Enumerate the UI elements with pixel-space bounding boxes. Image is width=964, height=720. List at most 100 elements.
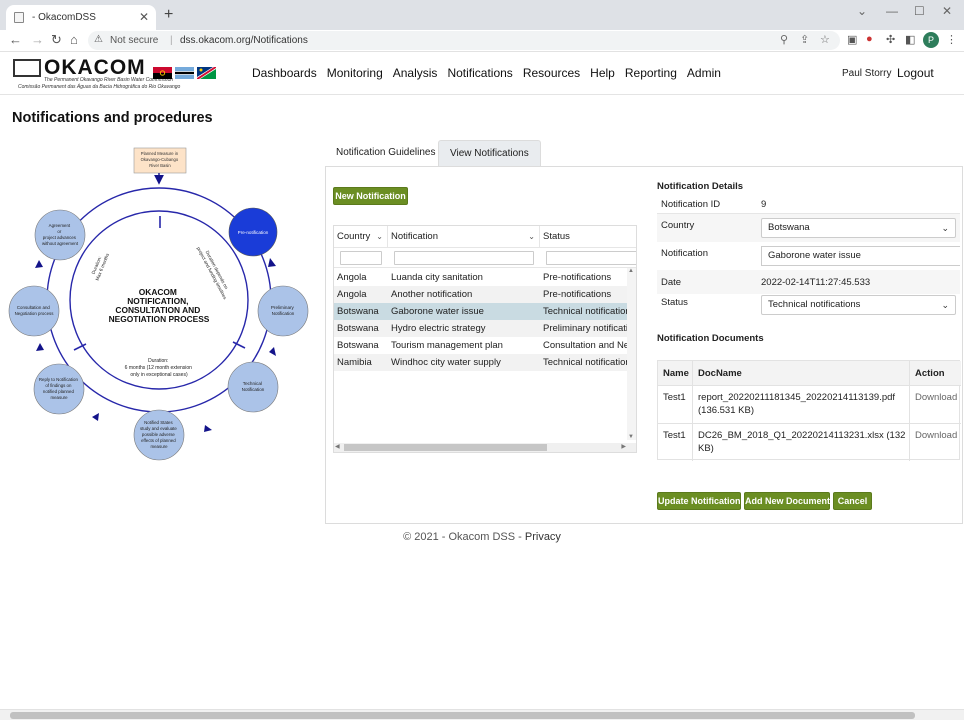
forward-icon[interactable]: → bbox=[31, 32, 44, 47]
duration-center-line: 6 months (12 month extension bbox=[125, 365, 192, 371]
nav-monitoring[interactable]: Monitoring bbox=[326, 66, 383, 80]
back-icon[interactable]: ← bbox=[9, 32, 22, 47]
grid-vertical-scrollbar[interactable]: ▲ ▼ bbox=[627, 268, 636, 440]
browser-toolbar: ← → ↻ ⌂ ⚠ Not secure | dss.okacom.org/No… bbox=[0, 30, 964, 52]
cell-notification: Tourism management plan bbox=[391, 340, 503, 351]
doc-name: Test1 bbox=[663, 392, 686, 403]
browser-menu-icon[interactable]: ⋮ bbox=[946, 34, 957, 46]
doc-name: Test1 bbox=[663, 430, 686, 441]
extension-red-icon[interactable]: ● bbox=[866, 33, 873, 45]
cancel-button[interactable]: Cancel bbox=[833, 492, 872, 510]
maximize-icon[interactable]: ☐ bbox=[914, 4, 925, 18]
nav-admin[interactable]: Admin bbox=[686, 66, 721, 80]
close-tab-icon[interactable]: ✕ bbox=[138, 10, 149, 24]
node-pre-notification[interactable] bbox=[228, 207, 278, 257]
center-title-line: NEGOTIATION PROCESS bbox=[109, 314, 210, 324]
table-row[interactable]: Botswana Hydro electric strategy Prelimi… bbox=[334, 320, 634, 337]
node-reply-label: measure bbox=[50, 395, 68, 400]
extensions-puzzle-icon[interactable]: ✣ bbox=[886, 34, 896, 46]
cycle-arrow bbox=[269, 347, 276, 356]
chevron-down-icon[interactable]: ⌄ bbox=[528, 232, 535, 241]
logout-link[interactable]: Logout bbox=[897, 66, 934, 80]
scroll-right-icon[interactable]: ▶ bbox=[621, 444, 626, 450]
status-select[interactable]: Technical notifications ⌄ bbox=[761, 295, 956, 315]
share-icon[interactable]: ⇪ bbox=[800, 34, 810, 46]
download-link[interactable]: Download bbox=[915, 430, 958, 441]
planned-measure-line: Okavango-Cubango bbox=[141, 157, 179, 162]
nav-notifications[interactable]: Notifications bbox=[447, 66, 513, 80]
cycle-arrow bbox=[268, 258, 276, 267]
nav-help[interactable]: Help bbox=[590, 66, 615, 80]
chevron-down-icon[interactable]: ⌄ bbox=[857, 4, 868, 18]
country-select[interactable]: Botswana ⌄ bbox=[761, 218, 956, 238]
new-tab-icon[interactable]: + bbox=[164, 6, 174, 23]
scroll-up-icon[interactable]: ▲ bbox=[628, 268, 634, 274]
column-header-country[interactable]: Country ⌄ bbox=[334, 226, 388, 248]
cell-status: Technical notifications bbox=[543, 306, 634, 317]
node-reply-label: of findings on bbox=[45, 383, 72, 388]
add-new-document-button[interactable]: Add New Document bbox=[744, 492, 830, 510]
column-header-name: Name bbox=[663, 368, 689, 379]
extension-translate-icon[interactable]: ▣ bbox=[847, 34, 858, 46]
browser-tab[interactable]: - OkacomDSS ✕ bbox=[6, 5, 156, 30]
nav-reporting[interactable]: Reporting bbox=[624, 66, 677, 80]
node-technical-notification[interactable] bbox=[227, 361, 279, 413]
column-header-status[interactable]: Status bbox=[540, 226, 636, 248]
chevron-down-icon[interactable]: ⌄ bbox=[941, 300, 949, 310]
nav-analysis[interactable]: Analysis bbox=[392, 66, 438, 80]
notification-filter-input[interactable] bbox=[394, 251, 534, 265]
country-filter-input[interactable] bbox=[340, 251, 382, 265]
node-consultation-negotiation[interactable] bbox=[8, 285, 60, 337]
chevron-down-icon[interactable]: ⌄ bbox=[941, 223, 949, 233]
table-row[interactable]: Botswana Tourism management plan Consult… bbox=[334, 337, 634, 354]
download-link[interactable]: Download bbox=[915, 392, 958, 403]
tab-notification-guidelines[interactable]: Notification Guidelines bbox=[336, 147, 436, 158]
reload-icon[interactable]: ↻ bbox=[51, 32, 62, 47]
node-notified-label: Notified States bbox=[144, 420, 173, 425]
scrollbar-thumb[interactable] bbox=[344, 444, 547, 451]
update-notification-button[interactable]: Update Notification bbox=[657, 492, 741, 510]
table-row[interactable]: Namibia Windhoc city water supply Techni… bbox=[334, 354, 634, 371]
address-bar[interactable]: ⚠ Not secure | dss.okacom.org/Notificati… bbox=[88, 31, 840, 50]
scroll-down-icon[interactable]: ▼ bbox=[628, 434, 634, 440]
node-technical-label: Technical bbox=[243, 381, 262, 386]
tab-view-notifications[interactable]: View Notifications bbox=[438, 140, 541, 166]
close-window-icon[interactable]: ✕ bbox=[942, 4, 953, 18]
cycle-arrow bbox=[36, 343, 44, 351]
node-preliminary-notification[interactable] bbox=[257, 285, 309, 337]
svg-text:OKACOM NOTIFICATION, C: OKACOM NOTIFICATION, CONSULTATION AND NE… bbox=[109, 287, 210, 324]
table-row: Test1 DC26_BM_2018_Q1_20220214113231.xls… bbox=[658, 424, 961, 461]
page-horizontal-scrollbar[interactable] bbox=[0, 709, 964, 720]
grid-horizontal-scrollbar[interactable]: ◀ ▶ bbox=[334, 443, 636, 452]
doc-filesize: (136.531 KB) bbox=[698, 405, 754, 416]
cell-notification: Hydro electric strategy bbox=[391, 323, 486, 334]
table-row[interactable]: Angola Luanda city sanitation Pre-notifi… bbox=[334, 269, 634, 286]
scroll-left-icon[interactable]: ◀ bbox=[335, 444, 340, 450]
home-icon[interactable]: ⌂ bbox=[70, 32, 78, 47]
table-row[interactable]: Angola Another notification Pre-notifica… bbox=[334, 286, 634, 303]
zoom-icon[interactable]: ⚲ bbox=[780, 34, 789, 46]
nav-dashboards[interactable]: Dashboards bbox=[252, 66, 317, 80]
center-title-line: NOTIFICATION, bbox=[127, 296, 188, 306]
status-filter-input[interactable] bbox=[546, 251, 636, 265]
notification-name-input[interactable]: Gaborone water issue bbox=[761, 246, 960, 266]
column-header-notification[interactable]: Notification ⌄ bbox=[388, 226, 540, 248]
node-agreement[interactable] bbox=[34, 209, 86, 261]
bookmark-star-icon[interactable]: ☆ bbox=[820, 34, 830, 46]
scrollbar-thumb[interactable] bbox=[10, 712, 915, 719]
privacy-link[interactable]: Privacy bbox=[524, 531, 561, 543]
profile-avatar[interactable]: P bbox=[923, 32, 939, 48]
minimize-icon[interactable]: — bbox=[886, 4, 898, 18]
column-header-action: Action bbox=[915, 368, 945, 379]
side-panel-icon[interactable]: ◧ bbox=[905, 34, 916, 46]
node-notified-states[interactable] bbox=[133, 409, 185, 461]
node-technical-label: Notification bbox=[242, 387, 265, 392]
not-secure-label: Not secure bbox=[110, 35, 159, 46]
nav-resources[interactable]: Resources bbox=[522, 66, 581, 80]
center-title-line: CONSULTATION AND bbox=[115, 305, 200, 315]
table-row-selected[interactable]: Botswana Gaborone water issue Technical … bbox=[334, 303, 634, 320]
new-notification-button[interactable]: New Notification bbox=[333, 187, 408, 205]
phase-divider bbox=[73, 343, 87, 351]
chevron-down-icon[interactable]: ⌄ bbox=[376, 232, 383, 241]
node-reply-to-notification[interactable] bbox=[33, 363, 85, 415]
